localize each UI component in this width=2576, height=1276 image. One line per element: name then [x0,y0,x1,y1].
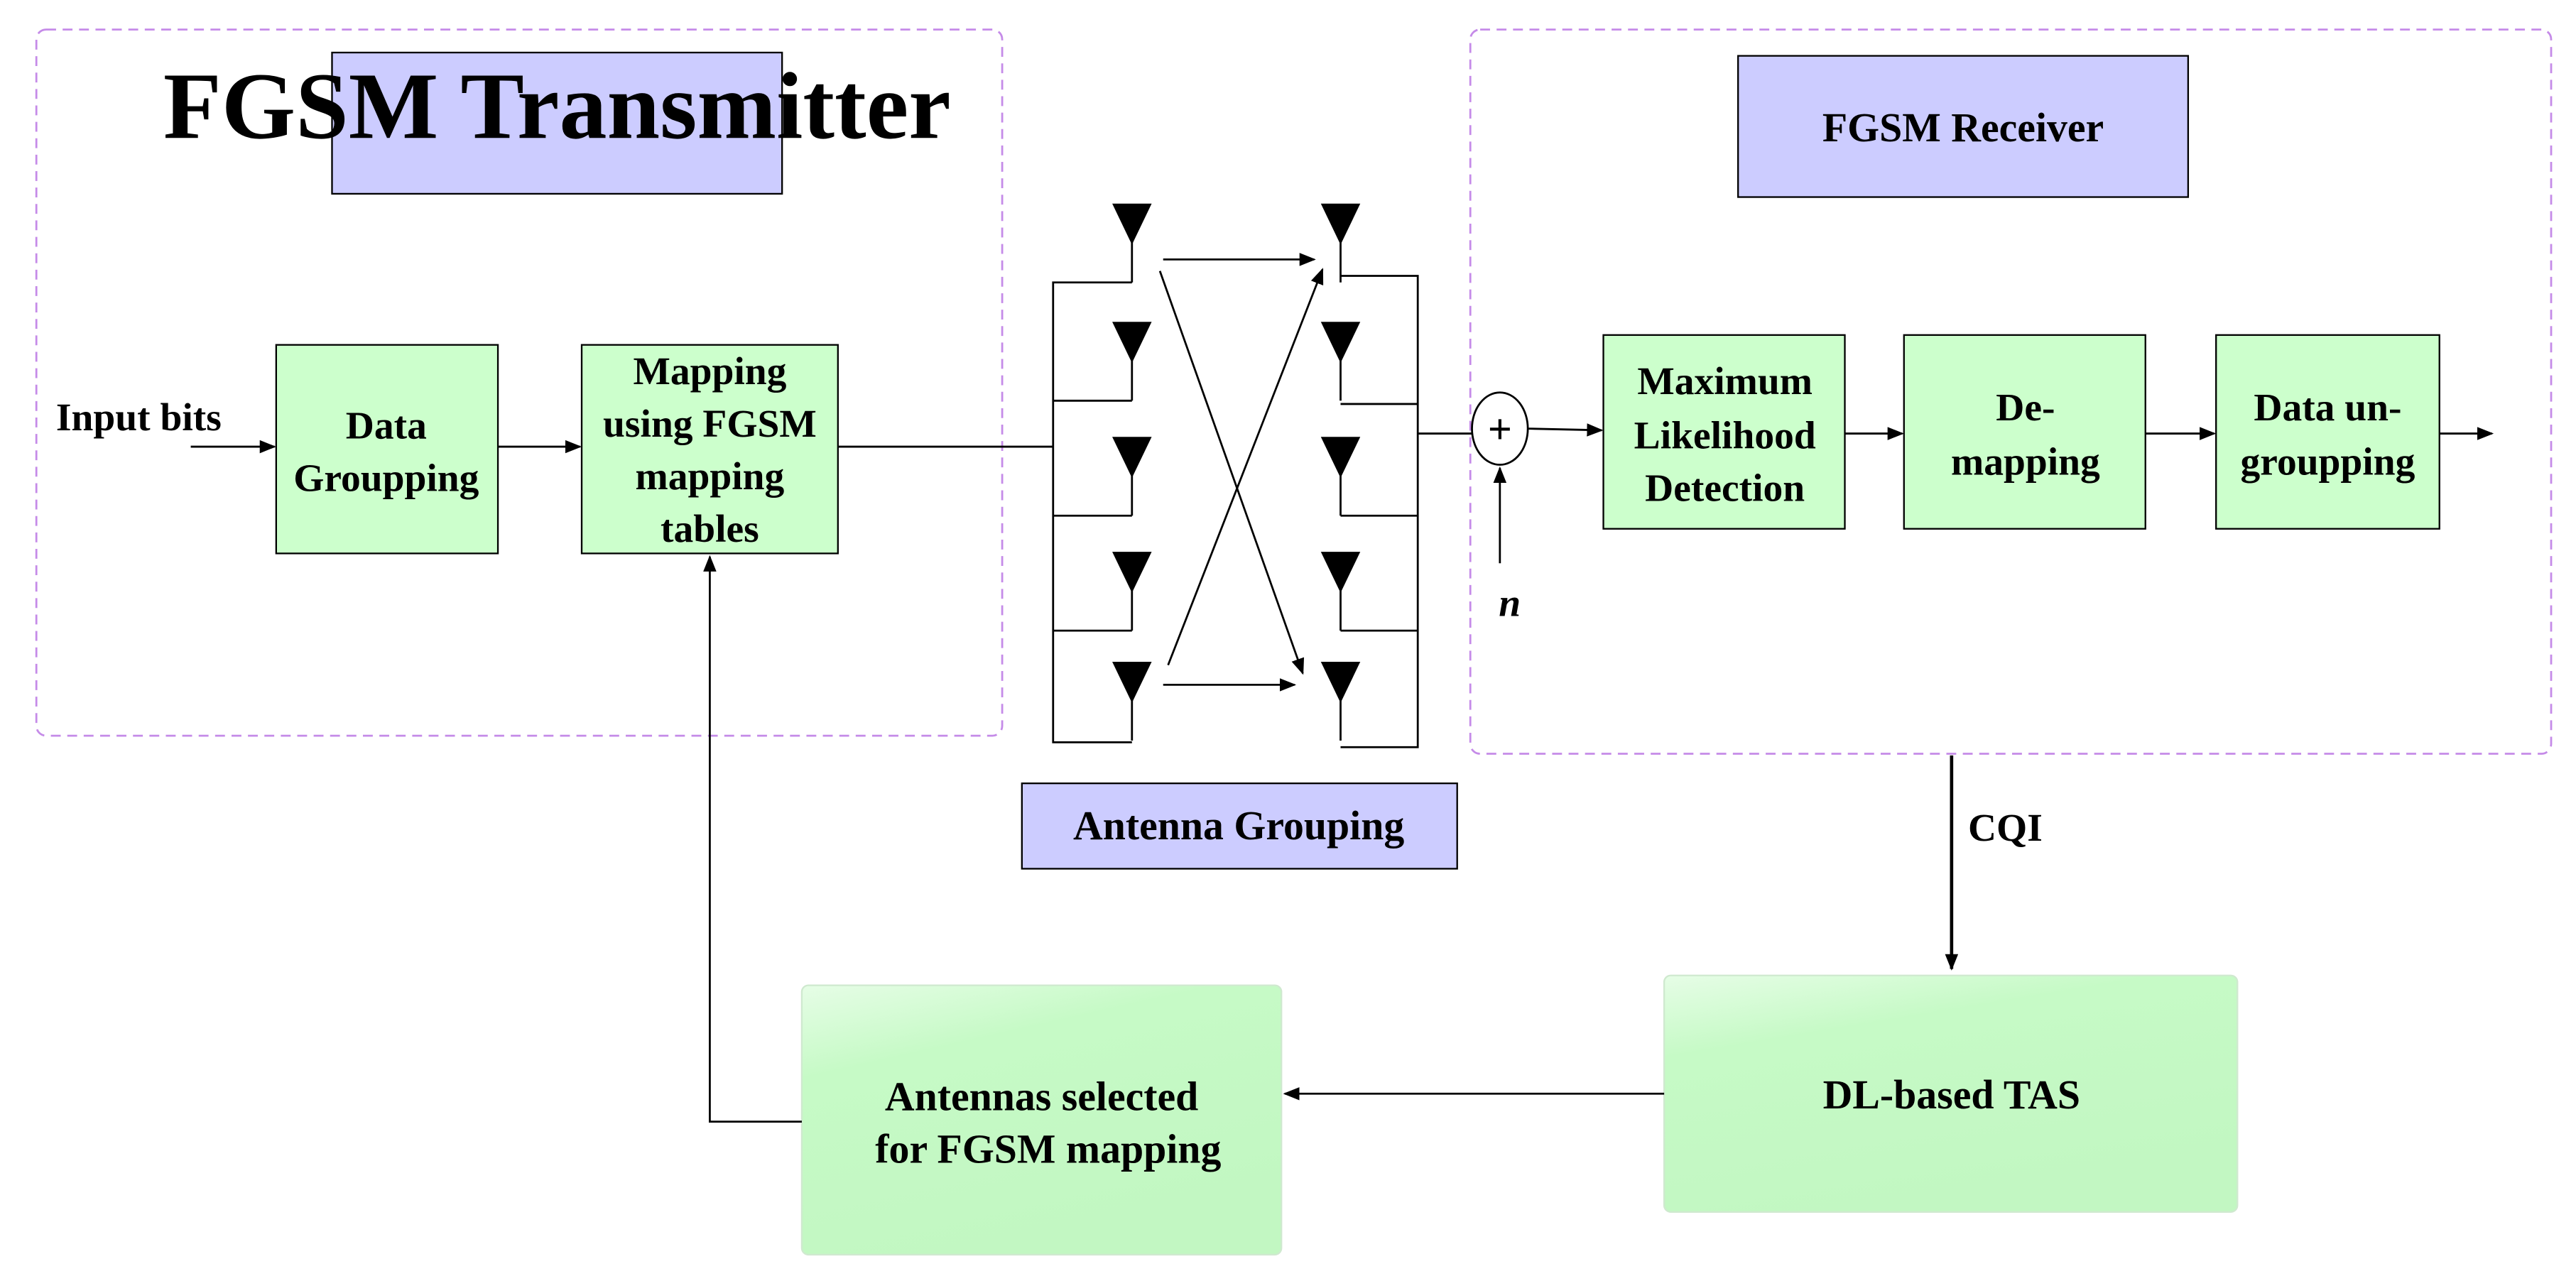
antenna-grouping-label-box: Antenna Grouping [1021,782,1458,870]
ungrouping-line-1: Data un- [2254,386,2401,430]
antenna-icon [1112,552,1152,631]
mapping-line-4: tables [661,508,759,551]
receiver-title-box: FGSM Receiver [1737,55,2190,198]
receiver-region [1469,28,2553,755]
dl-based-tas-box: DL-based TAS [1663,974,2239,1213]
antenna-icon [1320,322,1361,401]
ungrouping-box: Data un- groupping [2215,334,2440,530]
antenna-icon [1320,437,1361,516]
ungrouping-line-2: groupping [2241,440,2415,484]
antenna-grouping-label: Antenna Grouping [1073,802,1404,849]
demapping-line-2: mapping [1951,440,2100,484]
mapping-line-3: mapping [636,455,785,498]
demapping-box: De- mapping [1903,334,2146,530]
data-grouping-line-1: Data [346,405,427,448]
receiver-title: FGSM Receiver [1822,104,2104,151]
transmitter-region [35,28,1004,737]
antennas-selected-line-1: Antennas selected [885,1073,1198,1119]
adder-symbol: + [1488,405,1512,453]
demapping-line-1: De- [1996,386,2055,430]
antenna-grouping [1052,203,1474,748]
antenna-icon [1112,322,1152,401]
transmitter-title-box: FGSM Transmitter [163,51,951,195]
antenna-icon [1112,437,1152,516]
ml-line-2: Likelihood [1634,414,1816,457]
cqi-label: CQI [1968,807,2043,850]
antenna-icon [1112,662,1152,741]
channel-link [1167,268,1324,666]
ml-line-3: Detection [1645,467,1805,510]
data-grouping-line-2: Groupping [293,457,479,501]
adder: + [1471,391,1529,466]
antenna-icon [1320,552,1361,631]
antenna-icon [1112,203,1152,283]
transmitter-title: FGSM Transmitter [163,53,951,159]
noise-label: n [1499,582,1521,625]
tx-antenna-bracket [1052,281,1132,743]
input-bits-label: Input bits [56,396,222,440]
data-grouping-box: Data Groupping [275,344,499,555]
rx-antenna-bracket [1340,275,1419,748]
mapping-box: Mapping using FGSM mapping tables [580,344,839,555]
dl-based-tas-label: DL-based TAS [1823,1071,2080,1118]
feedback-to-mapping-arrow [703,555,802,1123]
mapping-line-1: Mapping [633,350,786,393]
ml-detection-box: Maximum Likelihood Detection [1602,334,1846,530]
antennas-selected-box: Antennas selected for FGSM mapping [800,984,1283,1256]
ml-line-1: Maximum [1637,360,1813,403]
adder-to-ml-arrow [1528,423,1604,437]
channel-link [1158,271,1305,675]
antennas-selected-line-2: for FGSM mapping [875,1125,1221,1172]
antenna-icon [1320,203,1361,283]
mapping-line-2: using FGSM [603,403,817,446]
antenna-icon [1320,662,1361,741]
